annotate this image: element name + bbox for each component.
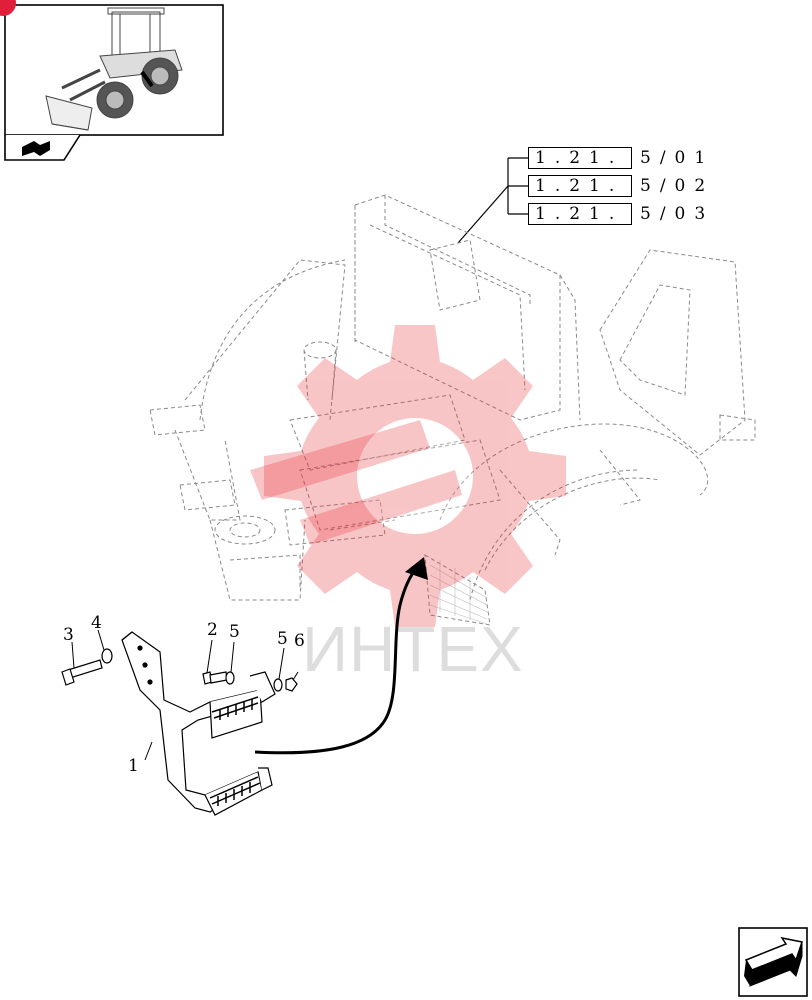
reference-suffix-2: 5/02: [640, 176, 715, 196]
washer-5b[interactable]: [273, 678, 283, 692]
reference-suffix-1: 5/01: [640, 148, 715, 168]
next-page-icon[interactable]: [738, 927, 808, 997]
callout-4: 4: [91, 613, 102, 633]
wheel-loader-thumbnail-icon: [45, 7, 183, 131]
watermark-wrench: [250, 420, 462, 545]
washer-5a[interactable]: [225, 671, 235, 685]
assembly-arrow: [254, 557, 428, 755]
callout-leaders: [71, 629, 299, 761]
reference-box-2[interactable]: 1.21.: [528, 175, 632, 197]
reference-leaders: [457, 157, 528, 244]
callout-6: 6: [294, 631, 305, 651]
nut-6[interactable]: [285, 677, 298, 692]
callout-1: 1: [128, 756, 139, 776]
callout-5a: 5: [229, 622, 240, 642]
callout-2: 2: [207, 620, 218, 640]
bolt-2[interactable]: [202, 671, 228, 685]
callout-5b: 5: [277, 629, 288, 649]
reference-box-3[interactable]: 1.21.: [528, 203, 632, 225]
step-tread-upper: [211, 696, 259, 720]
mud-flap-hatch: [429, 560, 488, 625]
callout-3: 3: [63, 625, 74, 645]
previous-page-icon[interactable]: [22, 141, 50, 156]
step-assembly[interactable]: [121, 631, 276, 816]
thumbnail-frame[interactable]: [0, 0, 224, 161]
watermark-gear: [264, 325, 566, 627]
reference-suffix-3: 5/03: [640, 204, 715, 224]
step-tread-lower: [209, 776, 261, 806]
chassis-outline: [149, 194, 756, 626]
washer-4[interactable]: [101, 648, 113, 664]
reference-box-1[interactable]: 1.21.: [528, 147, 632, 169]
watermark-text: ИНТЕХ: [302, 613, 524, 685]
bolt-3[interactable]: [61, 659, 103, 686]
red-corner-badge: [0, 0, 16, 16]
